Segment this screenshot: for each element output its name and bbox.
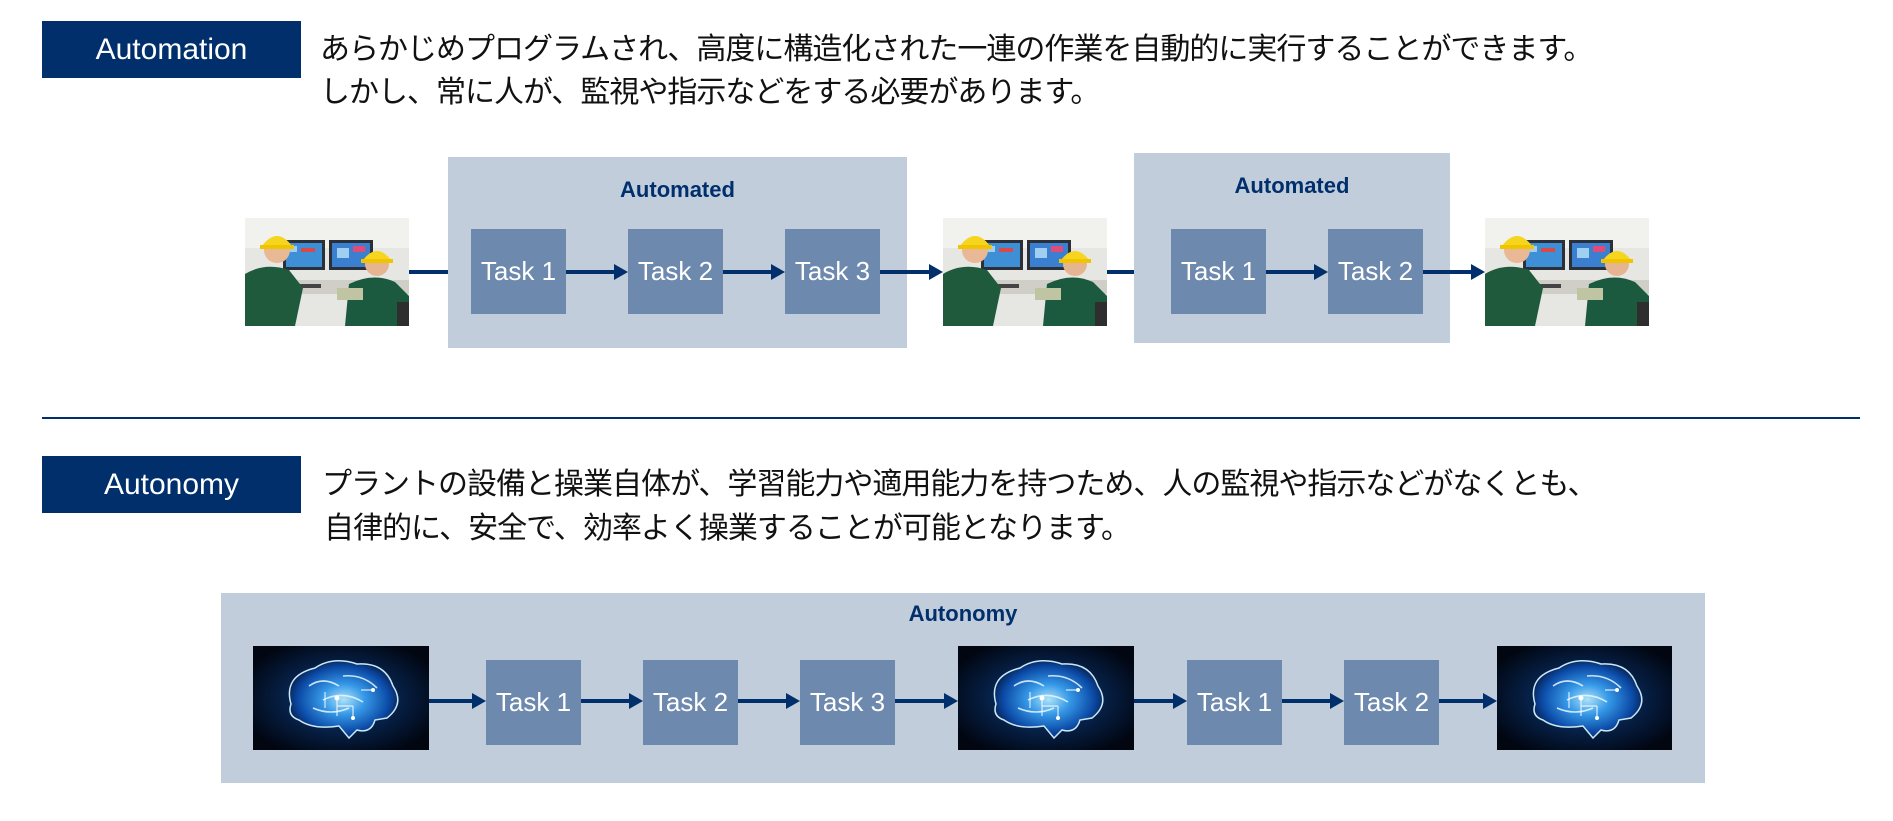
arrow [581,691,643,711]
arrow [1439,691,1497,711]
arrow [1282,691,1344,711]
digital-brain-image-3 [1497,646,1672,750]
automation-task-2b: Task 2 [1328,229,1423,314]
digital-brain-image-2 [958,646,1134,750]
section-divider [42,417,1860,419]
automation-task-3: Task 3 [785,229,880,314]
autonomy-panel-title: Autonomy [908,601,1018,626]
automation-label: Automation [42,21,301,78]
autonomy-task-2b: Task 2 [1344,660,1439,745]
automated-panel-1-title: Automated [620,177,735,202]
automation-task-1b: Task 1 [1171,229,1266,314]
autonomy-task-3: Task 3 [800,660,895,745]
autonomy-label-text: Autonomy [103,467,240,501]
arrow [723,262,785,282]
operators-photo-3 [1485,218,1649,326]
operators-photo-1 [245,218,409,326]
automation-label-text: Automation [95,32,248,66]
automation-description-line-2: しかし、常に人が、監視や指示などをする必要があります。 [320,75,1100,110]
autonomy-task-1: Task 1 [486,660,581,745]
arrow [1423,262,1485,282]
autonomy-task-1b: Task 1 [1187,660,1282,745]
arrow [1134,691,1187,711]
arrow [895,691,958,711]
arrow [880,262,943,282]
autonomy-task-2: Task 2 [643,660,738,745]
arrow [1266,262,1328,282]
automated-panel-2-title: Automated [1234,173,1350,198]
arrow [566,262,628,282]
automation-task-1: Task 1 [471,229,566,314]
arrow [738,691,800,711]
arrow [429,691,486,711]
automation-task-2: Task 2 [628,229,723,314]
operators-photo-2 [943,218,1107,326]
automation-description-line-1: あらかじめプログラムされ、高度に構造化された一連の作業を自動的に実行することがで… [320,32,1593,67]
autonomy-description-line-1: プラントの設備と操業自体が、学習能力や適用能力を持つため、人の監視や指示などがな… [322,467,1597,502]
autonomy-label: Autonomy [42,456,301,513]
autonomy-description-line-2: 自律的に、安全で、効率よく操業することが可能となります。 [324,511,1131,546]
digital-brain-image-1 [253,646,429,750]
